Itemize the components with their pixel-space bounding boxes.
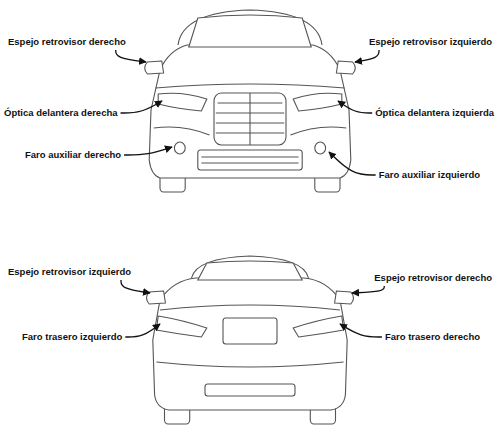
- part-label: Espejo retrovisor derecho: [8, 36, 126, 48]
- part-label: Espejo retrovisor derecho: [374, 272, 492, 284]
- leader-arrow: [124, 147, 172, 155]
- leader-arrow: [125, 324, 160, 337]
- front-view: [145, 10, 356, 192]
- leader-arrow: [329, 152, 376, 175]
- part-label: Espejo retrovisor izquierdo: [369, 36, 492, 48]
- part-label: Faro auxiliar izquierdo: [379, 169, 480, 181]
- part-label: Óptica delantera izquierda: [375, 107, 494, 119]
- leader-arrow: [338, 101, 372, 113]
- leader-arrow: [352, 286, 384, 293]
- part-label: Espejo retrovisor izquierdo: [8, 266, 131, 278]
- part-label: Faro auxiliar derecho: [25, 149, 121, 161]
- part-label: Faro trasero derecho: [385, 331, 480, 343]
- rear-view: [146, 256, 353, 424]
- leader-arrow: [116, 50, 146, 62]
- leader-arrow: [355, 50, 379, 62]
- leader-arrow: [121, 280, 150, 293]
- leader-arrow: [121, 101, 162, 113]
- leader-arrow: [340, 324, 382, 337]
- part-label: Faro trasero izquierdo: [22, 331, 122, 343]
- part-label: Óptica delantera derecha: [4, 107, 118, 119]
